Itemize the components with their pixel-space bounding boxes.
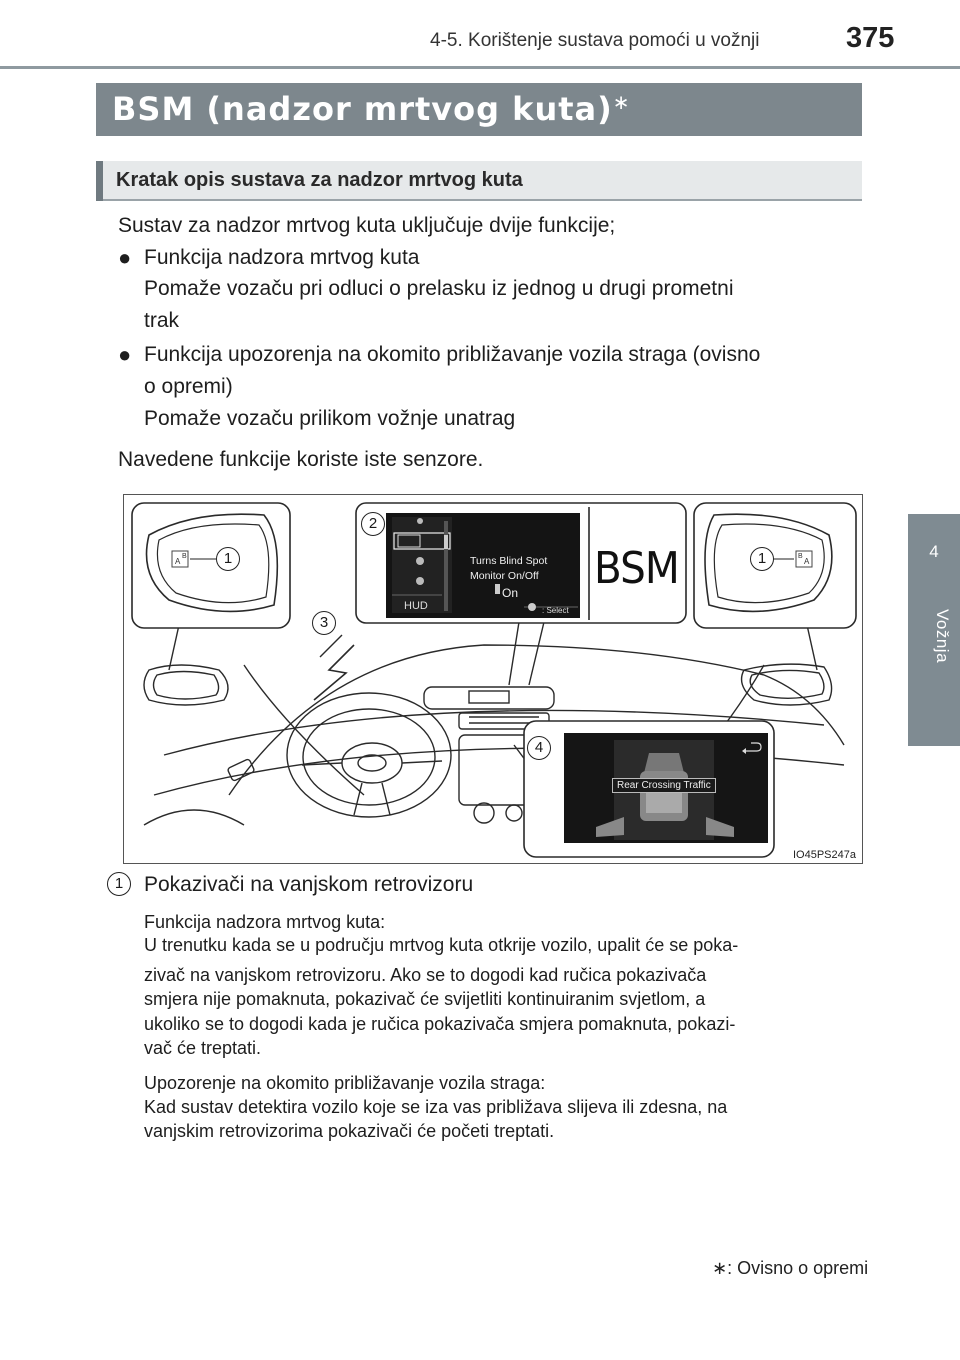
bullet-1-line-2: trak bbox=[144, 309, 180, 332]
header-rule bbox=[0, 66, 960, 69]
intro-closing: Navedene funkcije koriste iste senzore. bbox=[118, 448, 484, 471]
subsection-title: Kratak opis sustava za nadzor mrtvog kut… bbox=[116, 169, 523, 191]
callout-2: 2 bbox=[361, 512, 385, 536]
bullet-dot-1: ● bbox=[118, 245, 132, 270]
subsection-bar: Kratak opis sustava za nadzor mrtvog kut… bbox=[96, 161, 862, 201]
callout-3: 3 bbox=[312, 611, 336, 635]
bullet-2-title-line-1: Funkcija upozorenja na okomito približav… bbox=[144, 343, 761, 366]
item-1-para-1-line-1: Funkcija nadzora mrtvog kuta: bbox=[144, 912, 386, 932]
chapter-side-tab: 4 Vožnja bbox=[908, 514, 960, 746]
bullet-dot-2: ● bbox=[118, 342, 132, 367]
item-1-para-1-line-2: U trenutku kada se u području mrtvog kut… bbox=[144, 935, 739, 955]
illustration-svg: A B B A bbox=[131, 502, 857, 858]
svg-text:B: B bbox=[798, 553, 803, 560]
callout-1-left: 1 bbox=[216, 547, 240, 571]
svg-text:A: A bbox=[804, 557, 810, 566]
screen-menu-line-2: Monitor On/Off bbox=[470, 570, 539, 582]
dashboard-illustration: A B B A bbox=[123, 494, 863, 864]
page-number: 375 bbox=[846, 22, 895, 54]
section-title-bar: BSM (nadzor mrtvog kuta)∗ bbox=[96, 83, 862, 136]
footnote-text: : Ovisno o opremi bbox=[727, 1258, 869, 1278]
item-1-para-1-line-3: zivač na vanjskom retrovizoru. Ako se to… bbox=[144, 965, 707, 985]
item-1-para-1-line-5: ukoliko se to dogodi kada je ručica poka… bbox=[144, 1014, 736, 1034]
svg-text:A: A bbox=[175, 557, 181, 566]
screen-menu-hud: HUD bbox=[404, 600, 428, 612]
callout-4: 4 bbox=[527, 736, 551, 760]
item-1-para-2-line-1: Upozorenje na okomito približavanje vozi… bbox=[144, 1073, 546, 1093]
rear-crossing-label: Rear Crossing Traffic bbox=[612, 778, 716, 793]
section-title-marker: ∗ bbox=[612, 90, 631, 114]
running-header-title: 4-5. Korištenje sustava pomoći u vožnji bbox=[430, 30, 760, 51]
item-1-para-2-line-3: vanjskim retrovizorima pokazivači će poč… bbox=[144, 1121, 555, 1141]
item-1-number: 1 bbox=[107, 872, 131, 896]
footnote-marker: ∗ bbox=[712, 1258, 728, 1278]
bullet-1-title: Funkcija nadzora mrtvog kuta bbox=[144, 246, 420, 269]
item-1-para-1-line-4: smjera nije pomaknuta, pokazivač će svij… bbox=[144, 989, 706, 1009]
bullet-2-line-1: Pomaže vozaču prilikom vožnje unatrag bbox=[144, 407, 516, 430]
item-1-label: Pokazivači na vanjskom retrovizoru bbox=[144, 873, 474, 896]
bullet-2-title-line-2: o opremi) bbox=[144, 375, 233, 398]
footnote: ∗: Ovisno o opremi bbox=[712, 1258, 868, 1279]
chapter-number: 4 bbox=[929, 542, 939, 561]
screen-menu-line-1: Turns Blind Spot bbox=[470, 555, 548, 567]
bsm-label: BSM bbox=[594, 543, 680, 594]
item-1-para-2-line-2: Kad sustav detektira vozilo koje se iza … bbox=[144, 1097, 728, 1117]
screen-menu-state: On bbox=[502, 586, 519, 600]
figure-code: IO45PS247a bbox=[791, 849, 858, 861]
bullet-1-line-1: Pomaže vozaču pri odluci o prelasku iz j… bbox=[144, 277, 734, 300]
section-title: BSM (nadzor mrtvog kuta)∗ bbox=[112, 90, 631, 128]
subsection-accent bbox=[96, 161, 103, 201]
intro-line: Sustav za nadzor mrtvog kuta uključuje d… bbox=[118, 214, 616, 237]
callout-1-right: 1 bbox=[750, 547, 774, 571]
section-title-text: BSM (nadzor mrtvog kuta) bbox=[112, 90, 613, 128]
screen-menu-select: : Select bbox=[542, 606, 569, 615]
svg-text:B: B bbox=[182, 553, 187, 560]
chapter-label: Vožnja bbox=[933, 609, 952, 664]
item-1-para-1-line-6: vač će treptati. bbox=[144, 1038, 262, 1058]
